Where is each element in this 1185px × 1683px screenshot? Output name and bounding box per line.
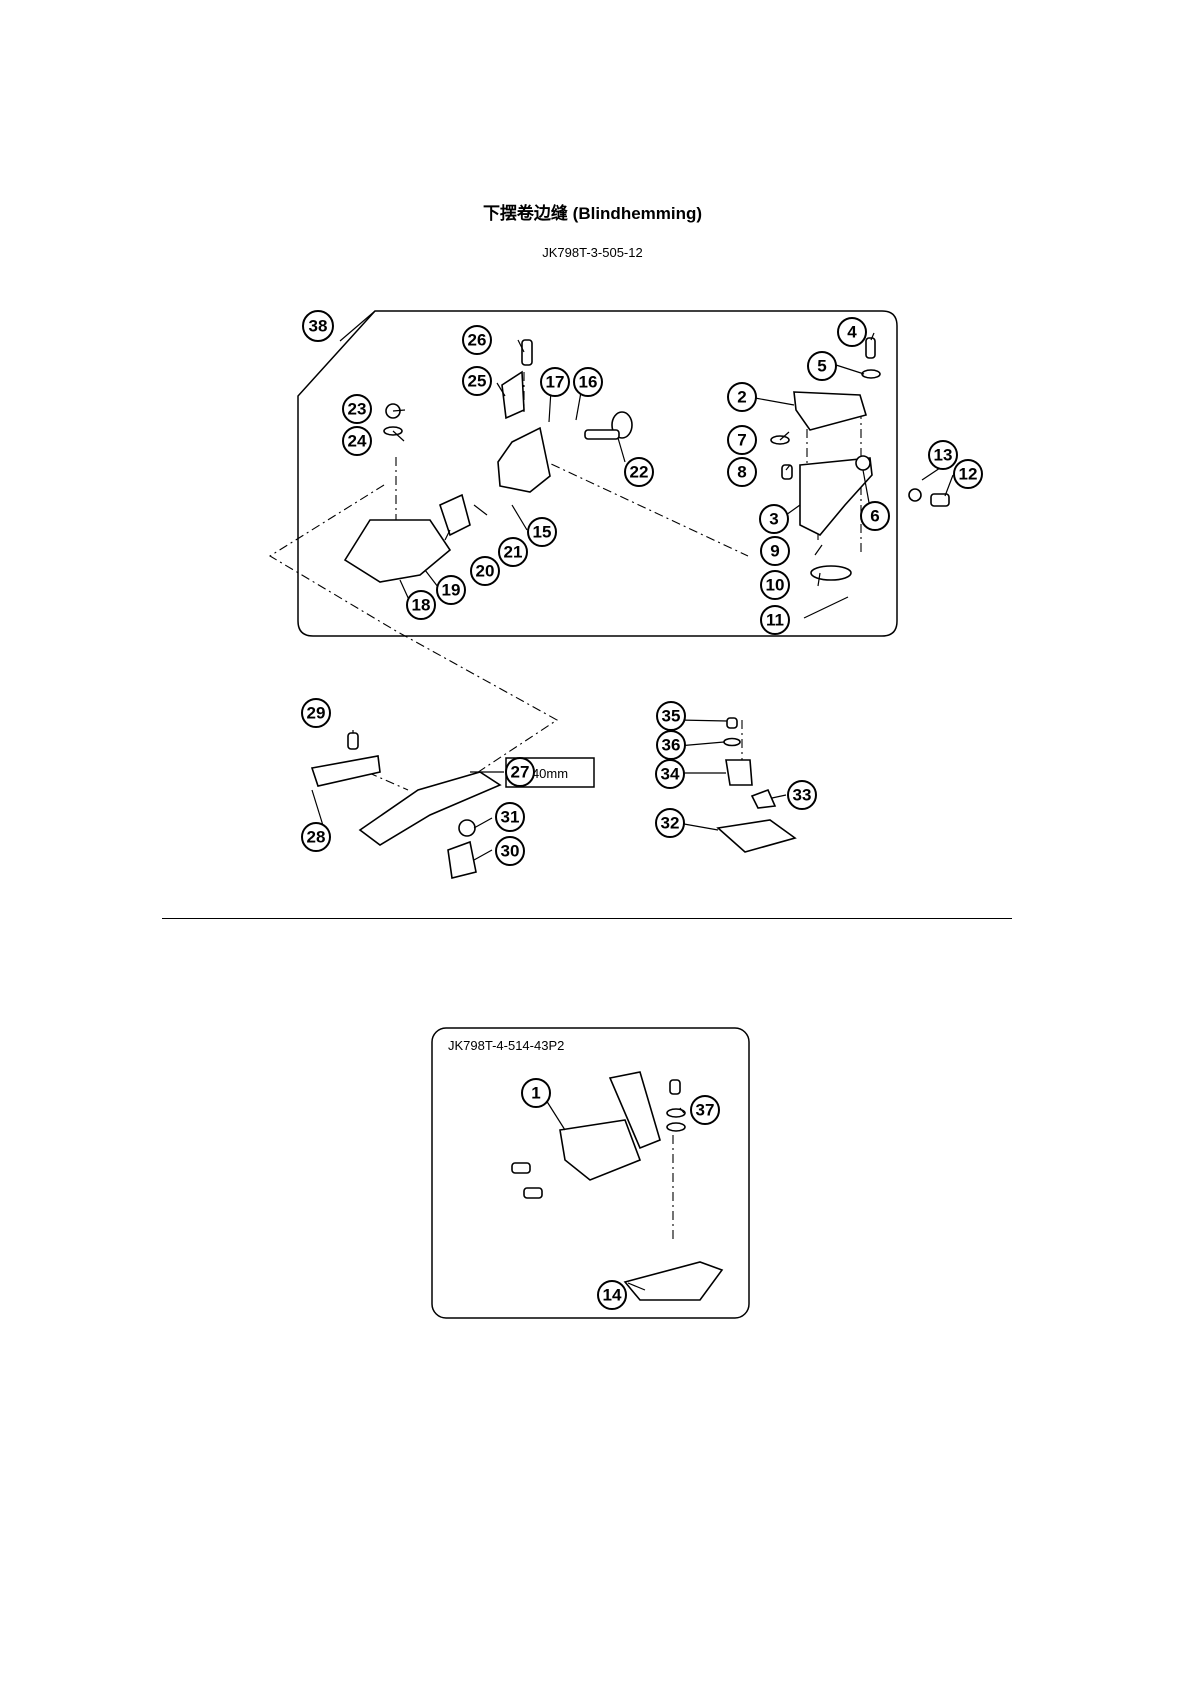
svg-text:29: 29: [307, 704, 326, 723]
callout-20: 20: [471, 557, 499, 585]
svg-text:21: 21: [504, 543, 523, 562]
callout-10: 10: [761, 571, 789, 599]
svg-text:35: 35: [662, 707, 681, 726]
svg-text:3: 3: [769, 510, 778, 529]
svg-text:2: 2: [737, 388, 746, 407]
callout-7: 7: [728, 426, 756, 454]
svg-text:8: 8: [737, 463, 746, 482]
svg-text:9: 9: [770, 542, 779, 561]
svg-text:32: 32: [661, 814, 680, 833]
svg-text:36: 36: [662, 736, 681, 755]
svg-text:25: 25: [468, 372, 487, 391]
callout-2: 2: [728, 383, 756, 411]
callout-31: 31: [496, 803, 524, 831]
svg-text:18: 18: [412, 596, 431, 615]
callout-11: 11: [761, 606, 789, 634]
svg-text:6: 6: [870, 507, 879, 526]
svg-text:28: 28: [307, 828, 326, 847]
svg-text:34: 34: [661, 765, 680, 784]
svg-text:26: 26: [468, 331, 487, 350]
callout-24: 24: [343, 427, 371, 455]
svg-text:22: 22: [630, 463, 649, 482]
svg-text:27: 27: [511, 763, 530, 782]
callout-23: 23: [343, 395, 371, 423]
callout-30: 30: [496, 837, 524, 865]
callout-5: 5: [808, 352, 836, 380]
callout-28: 28: [302, 823, 330, 851]
callout-19: 19: [437, 576, 465, 604]
svg-text:30: 30: [501, 842, 520, 861]
callout-35: 35: [657, 702, 685, 730]
svg-text:20: 20: [476, 562, 495, 581]
svg-text:37: 37: [696, 1101, 715, 1120]
callout-1: 1: [522, 1079, 550, 1107]
callout-16: 16: [574, 368, 602, 396]
svg-text:24: 24: [348, 432, 367, 451]
svg-text:11: 11: [766, 611, 784, 630]
callout-4: 4: [838, 318, 866, 346]
callout-17: 17: [541, 368, 569, 396]
svg-text:4: 4: [847, 323, 857, 342]
callout-21: 21: [499, 538, 527, 566]
callout-32: 32: [656, 809, 684, 837]
svg-text:12: 12: [959, 465, 978, 484]
svg-text:31: 31: [501, 808, 520, 827]
svg-text:17: 17: [546, 373, 565, 392]
callout-9: 9: [761, 537, 789, 565]
callout-14: 14: [598, 1281, 626, 1309]
callout-3: 3: [760, 505, 788, 533]
callout-26: 26: [463, 326, 491, 354]
svg-text:5: 5: [817, 357, 826, 376]
svg-text:38: 38: [309, 317, 328, 336]
callout-34: 34: [656, 760, 684, 788]
svg-text:19: 19: [442, 581, 461, 600]
svg-text:33: 33: [793, 786, 812, 805]
callout-25: 25: [463, 367, 491, 395]
svg-text:16: 16: [579, 373, 598, 392]
svg-text:13: 13: [934, 446, 953, 465]
callout-8: 8: [728, 458, 756, 486]
callout-36: 36: [657, 731, 685, 759]
callout-12: 12: [954, 460, 982, 488]
svg-text:1: 1: [531, 1084, 540, 1103]
callout-29: 29: [302, 699, 330, 727]
callout-13: 13: [929, 441, 957, 469]
callout-37: 37: [691, 1096, 719, 1124]
callout-27: 27: [506, 758, 534, 786]
callout-38: 38: [303, 311, 333, 341]
svg-text:7: 7: [737, 431, 746, 450]
callout-18: 18: [407, 591, 435, 619]
callout-6: 6: [861, 502, 889, 530]
callout-33: 33: [788, 781, 816, 809]
svg-text:15: 15: [533, 523, 552, 542]
svg-text:23: 23: [348, 400, 367, 419]
part-27-size-label: 40mm: [532, 766, 568, 781]
callout-22: 22: [625, 458, 653, 486]
svg-text:10: 10: [766, 576, 785, 595]
lower-model-code: JK798T-4-514-43P2: [448, 1038, 564, 1053]
callout-15: 15: [528, 518, 556, 546]
svg-text:14: 14: [603, 1286, 622, 1305]
